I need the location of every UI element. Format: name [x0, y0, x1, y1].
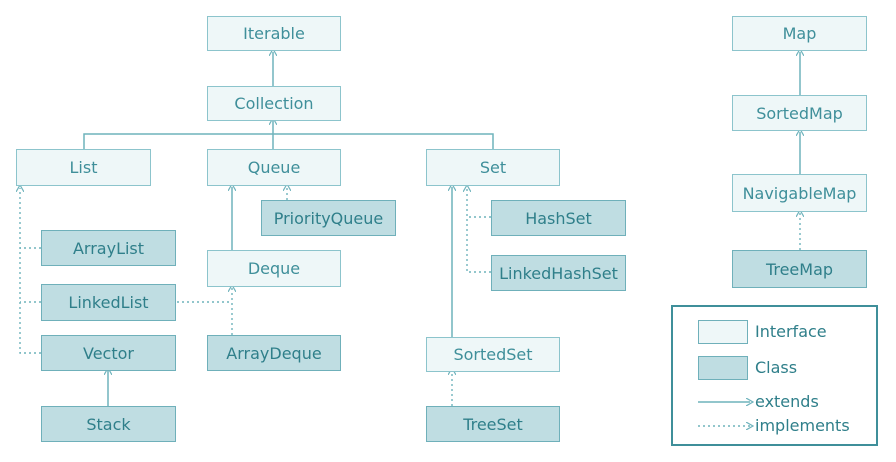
node-map: Map — [732, 16, 867, 51]
node-linkedhashset: LinkedHashSet — [491, 255, 626, 291]
node-hashset: HashSet — [491, 200, 626, 236]
edge-linkedhashset-set — [467, 188, 491, 273]
legend-interface-swatch — [698, 320, 748, 344]
node-linkedlist: LinkedList — [41, 284, 176, 321]
node-queue: Queue — [207, 149, 341, 186]
node-priorityqueue: PriorityQueue — [261, 200, 396, 236]
legend-class-swatch — [698, 356, 748, 380]
node-vector: Vector — [41, 335, 176, 371]
node-treemap: TreeMap — [732, 250, 867, 288]
node-treeset: TreeSet — [426, 406, 560, 442]
node-sortedmap: SortedMap — [732, 95, 867, 131]
legend-implements-label: implements — [755, 416, 850, 435]
edge-vector-list — [20, 188, 41, 354]
legend-interface-label: Interface — [755, 322, 827, 341]
node-sortedset: SortedSet — [426, 337, 560, 372]
node-stack: Stack — [41, 406, 176, 442]
node-collection: Collection — [207, 86, 341, 121]
node-list: List — [16, 149, 151, 186]
node-iterable: Iterable — [207, 16, 341, 51]
edge-bus — [83, 133, 494, 149]
legend-extends-label: extends — [755, 392, 819, 411]
node-deque: Deque — [207, 250, 341, 287]
node-set: Set — [426, 149, 560, 186]
node-arraydeque: ArrayDeque — [207, 335, 341, 371]
node-navigablemap: NavigableMap — [732, 174, 867, 212]
legend: Interface Class extends implements — [671, 305, 878, 446]
legend-line-samples — [698, 393, 755, 433]
node-arraylist: ArrayList — [41, 230, 176, 266]
legend-class-label: Class — [755, 358, 798, 377]
